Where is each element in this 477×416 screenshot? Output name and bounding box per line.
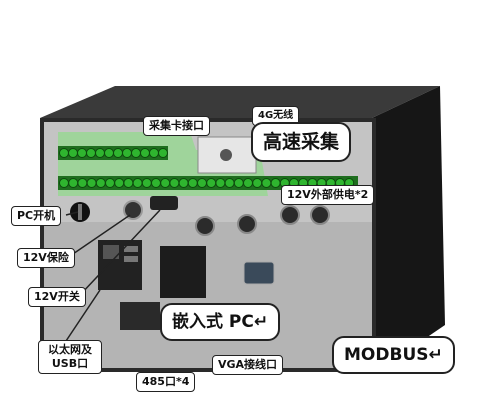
terminal-screw	[261, 178, 272, 188]
label-modbus: MODBUS↵	[332, 336, 455, 374]
terminal-screw	[59, 178, 69, 188]
terminal-screw	[141, 178, 152, 188]
terminal-screw	[243, 178, 253, 188]
terminal-screw	[86, 148, 96, 158]
pointer-pc	[65, 211, 79, 216]
terminal-dots	[59, 148, 355, 188]
usb-port-2	[124, 256, 138, 262]
terminal-screw	[105, 178, 115, 188]
label-switch: 12V开关	[28, 287, 86, 307]
dc-port-1	[195, 216, 215, 236]
terminal-screw	[132, 178, 143, 188]
label-high-speed-acq: 高速采集	[251, 122, 352, 162]
label-embedded-pc: 嵌入式 PC↵	[160, 303, 281, 341]
terminal-screw	[151, 178, 161, 188]
terminal-screw	[86, 178, 97, 188]
terminal-screw	[169, 178, 180, 188]
vga-port	[243, 261, 275, 285]
terminal-screw	[113, 148, 123, 158]
ext-power-port-2	[310, 205, 330, 225]
pc-power-indicator	[78, 204, 82, 220]
chassis-side	[372, 86, 445, 372]
label-ext-power: 12V外部供电*2	[281, 185, 375, 205]
terminal-screw	[59, 148, 69, 158]
terminal-screw	[197, 178, 207, 188]
antenna-connector	[220, 149, 232, 161]
pointer-fuse	[69, 214, 131, 257]
chassis-top	[40, 86, 440, 118]
power-switch-12v[interactable]	[150, 196, 178, 210]
label-acq-card-port: 采集卡接口	[143, 116, 210, 136]
rs485-block	[120, 302, 160, 330]
dc-port-2	[237, 214, 257, 234]
terminal-screw	[77, 148, 87, 158]
terminal-screw	[104, 148, 114, 158]
terminal-screw	[77, 178, 88, 188]
terminal-screw	[95, 178, 106, 188]
label-ethernet-usb: 以太网及USB口	[38, 340, 102, 374]
terminal-screw	[206, 178, 217, 188]
terminal-screw	[215, 178, 226, 188]
terminal-screw	[160, 178, 171, 188]
connector-block	[160, 246, 206, 298]
ext-power-port-1	[280, 205, 300, 225]
terminal-screw	[123, 178, 134, 188]
terminal-screw	[224, 178, 235, 188]
terminal-screw	[178, 178, 189, 188]
terminal-screw	[131, 148, 141, 158]
terminal-screw	[149, 148, 159, 158]
fuse-holder	[123, 200, 143, 220]
terminal-screw	[252, 178, 263, 188]
label-pc-power: PC开机	[11, 206, 62, 226]
label-rs485: 485口*4	[136, 372, 196, 392]
ethernet-port	[103, 245, 119, 259]
usb-port-1	[124, 246, 138, 252]
terminal-screw	[140, 148, 150, 158]
terminal-screw	[95, 148, 105, 158]
terminal-screw	[233, 178, 244, 188]
terminal-screw	[270, 178, 281, 188]
terminal-screw	[68, 178, 79, 188]
terminal-screw	[158, 148, 168, 158]
terminal-screw	[114, 178, 125, 188]
label-vga: VGA接线口	[212, 355, 284, 375]
label-fuse: 12V保险	[17, 248, 75, 268]
terminal-screw	[68, 148, 78, 158]
terminal-screw	[187, 178, 198, 188]
pointer-switch	[79, 209, 161, 296]
terminal-screw	[122, 148, 132, 158]
